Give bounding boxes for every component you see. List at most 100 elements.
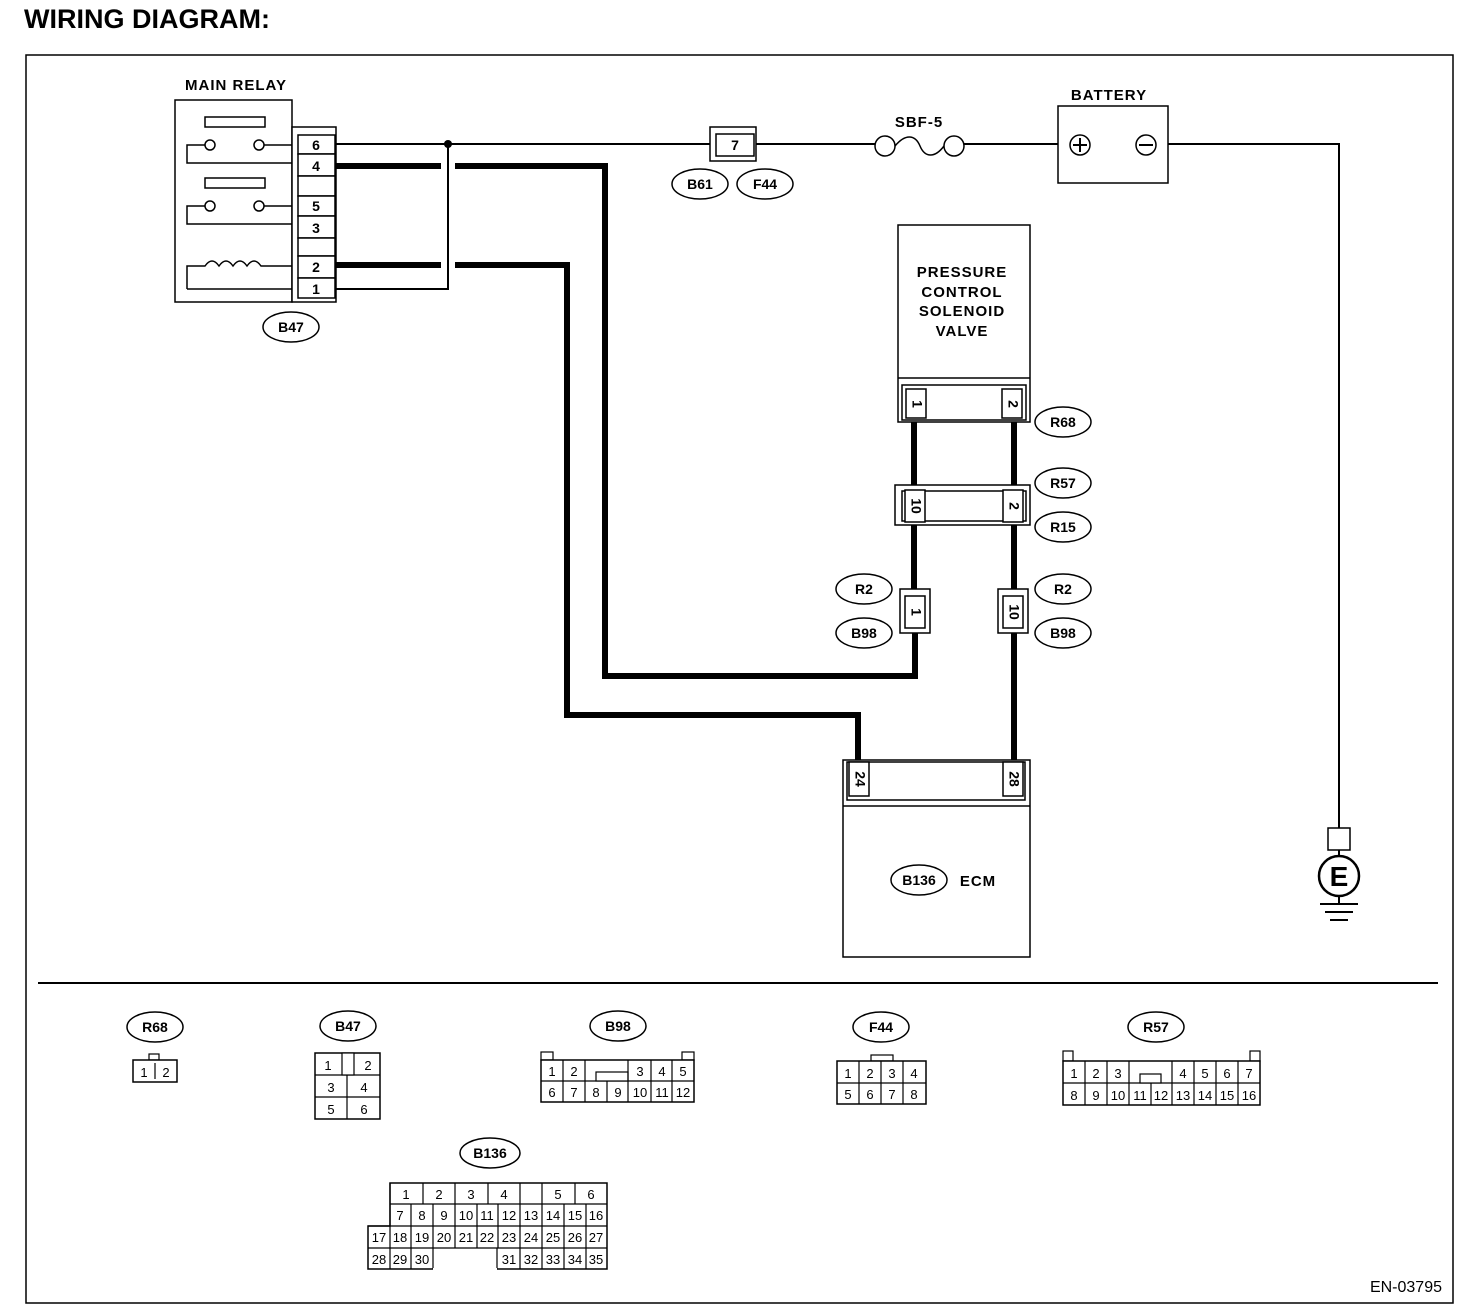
b136-view-pin: 22 [480, 1230, 494, 1245]
b98-left-pin-1: 1 [908, 608, 924, 616]
r57-view-pin: 14 [1198, 1088, 1212, 1103]
b47-view-pin: 4 [360, 1080, 367, 1095]
connector-code-r2-right: R2 [1054, 581, 1072, 597]
connector-code-r57: R57 [1050, 475, 1076, 491]
b136-view-pin: 1 [402, 1187, 409, 1202]
b136-view-pin: 25 [546, 1230, 560, 1245]
r57-view-pin: 8 [1070, 1088, 1077, 1103]
b136-view-pin: 28 [372, 1252, 386, 1267]
b136-view-pin: 31 [502, 1252, 516, 1267]
b98-view-pin: 9 [614, 1085, 621, 1100]
b47-view-pin: 6 [360, 1102, 367, 1117]
b136-view-pin: 4 [500, 1187, 507, 1202]
r57-view-pin: 1 [1070, 1066, 1077, 1081]
b136-view-pin: 33 [546, 1252, 560, 1267]
f44-view-pin: 5 [844, 1087, 851, 1102]
connector-view-r68: R68 1 2 [126, 1011, 184, 1083]
b136-view-pin: 26 [568, 1230, 582, 1245]
ground-label: E [1330, 861, 1349, 892]
relay-connector-code: B47 [278, 319, 304, 335]
f44-view-pin: 1 [844, 1066, 851, 1081]
connector-view-b136: B136 1 2 3 4 5 6 7 8 9 [367, 1137, 608, 1270]
b136-view-pin: 13 [524, 1208, 538, 1223]
b47-view-pin: 2 [364, 1058, 371, 1073]
b136-view-pin: 3 [467, 1187, 474, 1202]
b136-view-pin: 18 [393, 1230, 407, 1245]
r57-pin-2: 2 [1006, 502, 1022, 510]
connector-view-label: R68 [142, 1019, 168, 1035]
b136-view-pin: 21 [459, 1230, 473, 1245]
b136-view-pin: 30 [415, 1252, 429, 1267]
diagram-frame [25, 54, 1454, 1304]
b136-view-pin: 16 [589, 1208, 603, 1223]
b136-view-pin: 24 [524, 1230, 538, 1245]
battery-label: BATTERY [1071, 87, 1147, 104]
connector-code-r15: R15 [1050, 519, 1076, 535]
connector-code-f44: F44 [753, 176, 777, 192]
b136-view-pin: 32 [524, 1252, 538, 1267]
figure-id: EN-03795 [1370, 1279, 1442, 1296]
r57-view-pin: 6 [1223, 1066, 1230, 1081]
f44-view-pin: 6 [866, 1087, 873, 1102]
b136-view-pin: 10 [459, 1208, 473, 1223]
b136-view-pin: 17 [372, 1230, 386, 1245]
b98-view-pin: 6 [548, 1085, 555, 1100]
r57-view-pin: 7 [1245, 1066, 1252, 1081]
f44-view-pin: 3 [888, 1066, 895, 1081]
r57-view-pin: 16 [1242, 1088, 1256, 1103]
inline-connector-b61-f44: 7 B61 F44 [671, 126, 794, 200]
joint-connector-r57-r15: 10 2 R57 R15 [894, 467, 1092, 543]
connector-view-label: B136 [473, 1145, 507, 1161]
r57-view-pin: 2 [1092, 1066, 1099, 1081]
r57-view-pin: 15 [1220, 1088, 1234, 1103]
b136-view-pin: 6 [587, 1187, 594, 1202]
connector-view-label: F44 [869, 1019, 893, 1035]
b136-view-pin: 5 [554, 1187, 561, 1202]
r68-view-pin: 1 [140, 1065, 147, 1080]
b136-view-pin: 2 [435, 1187, 442, 1202]
b98-view-pin: 10 [633, 1085, 647, 1100]
b136-view-pin: 20 [437, 1230, 451, 1245]
b136-view-pin: 9 [440, 1208, 447, 1223]
solenoid-label-line3: SOLENOID [919, 303, 1005, 320]
r57-view-pin: 9 [1092, 1088, 1099, 1103]
b98-view-pin: 12 [676, 1085, 690, 1100]
r57-pin-10: 10 [908, 498, 924, 514]
b98-view-pin: 3 [636, 1064, 643, 1079]
r68-view-pin: 2 [162, 1065, 169, 1080]
relay-pin-6: 6 [312, 137, 320, 153]
b47-view-pin: 1 [324, 1058, 331, 1073]
ecm-pin-24: 24 [852, 771, 868, 787]
r57-view-pin: 3 [1114, 1066, 1121, 1081]
b136-view-pin: 29 [393, 1252, 407, 1267]
inline-pin-7: 7 [731, 137, 739, 153]
joint-connector-r2-b98-left: 1 R2 B98 [835, 573, 931, 649]
joint-connector-r2-b98-right: 10 R2 B98 [997, 573, 1092, 649]
relay-pin-3: 3 [312, 220, 320, 236]
solenoid-pin-1: 1 [909, 400, 925, 408]
b136-view-pin: 11 [480, 1208, 494, 1223]
f44-view-pin: 8 [910, 1087, 917, 1102]
connector-view-label: B47 [335, 1018, 361, 1034]
connector-view-b98: B98 1 2 3 4 5 6 7 8 9 10 11 12 [540, 1010, 695, 1103]
connector-code-b61: B61 [687, 176, 713, 192]
r57-view-pin: 4 [1179, 1066, 1186, 1081]
r57-view-pin: 13 [1176, 1088, 1190, 1103]
relay-pin-4: 4 [312, 158, 320, 174]
connector-code-r68: R68 [1050, 414, 1076, 430]
fuse-sbf-5: SBF-5 [874, 114, 965, 157]
relay-pin-1: 1 [312, 281, 320, 297]
ecm-pin-28: 28 [1006, 771, 1022, 787]
f44-view-pin: 7 [888, 1087, 895, 1102]
b136-view-pin: 23 [502, 1230, 516, 1245]
r57-view-pin: 11 [1133, 1088, 1147, 1103]
b98-view-pin: 7 [570, 1085, 577, 1100]
main-relay: MAIN RELAY 6 4 5 3 2 1 B47 [174, 77, 337, 343]
r57-view-pin: 10 [1111, 1088, 1125, 1103]
connector-view-label: R57 [1143, 1019, 1169, 1035]
relay-pin-2: 2 [312, 259, 320, 275]
ground-point: E [1317, 827, 1361, 921]
b136-view-pin: 15 [568, 1208, 582, 1223]
f44-view-pin: 2 [866, 1066, 873, 1081]
b98-view-pin: 4 [658, 1064, 665, 1079]
